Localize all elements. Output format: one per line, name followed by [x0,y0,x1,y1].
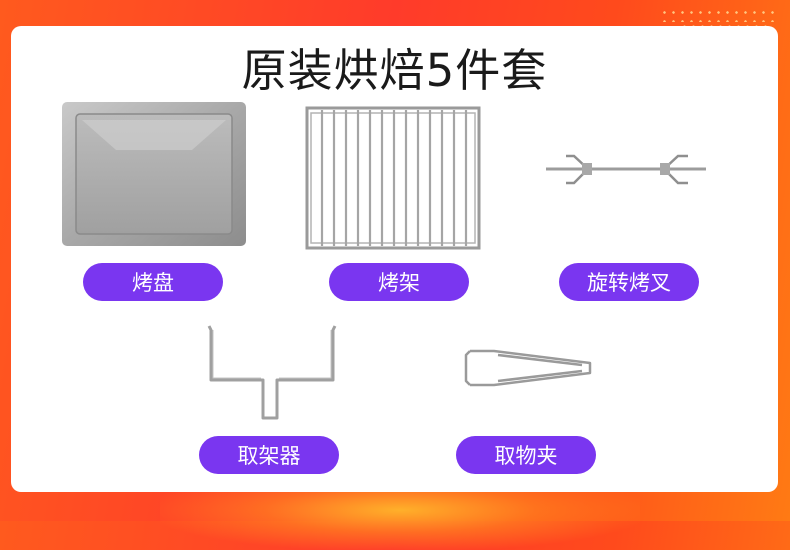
baking-tray-icon [62,102,246,246]
item-label-rack-lifter: 取架器 [199,436,339,474]
rotisserie-fork-icon [544,150,708,192]
tong-clip-icon [462,347,598,391]
item-label-tong-clip: 取物夹 [456,436,596,474]
product-card: 原装烘焙5件套 烤盘 [11,26,778,492]
item-label-baking-tray: 烤盘 [83,263,223,301]
page-title: 原装烘焙5件套 [241,44,548,97]
wire-rack-icon [304,105,482,251]
decorative-dots [660,8,780,22]
rack-lifter-icon [201,322,345,422]
item-label-wire-rack: 烤架 [329,263,469,301]
item-label-rotisserie-fork: 旋转烤叉 [559,263,699,301]
